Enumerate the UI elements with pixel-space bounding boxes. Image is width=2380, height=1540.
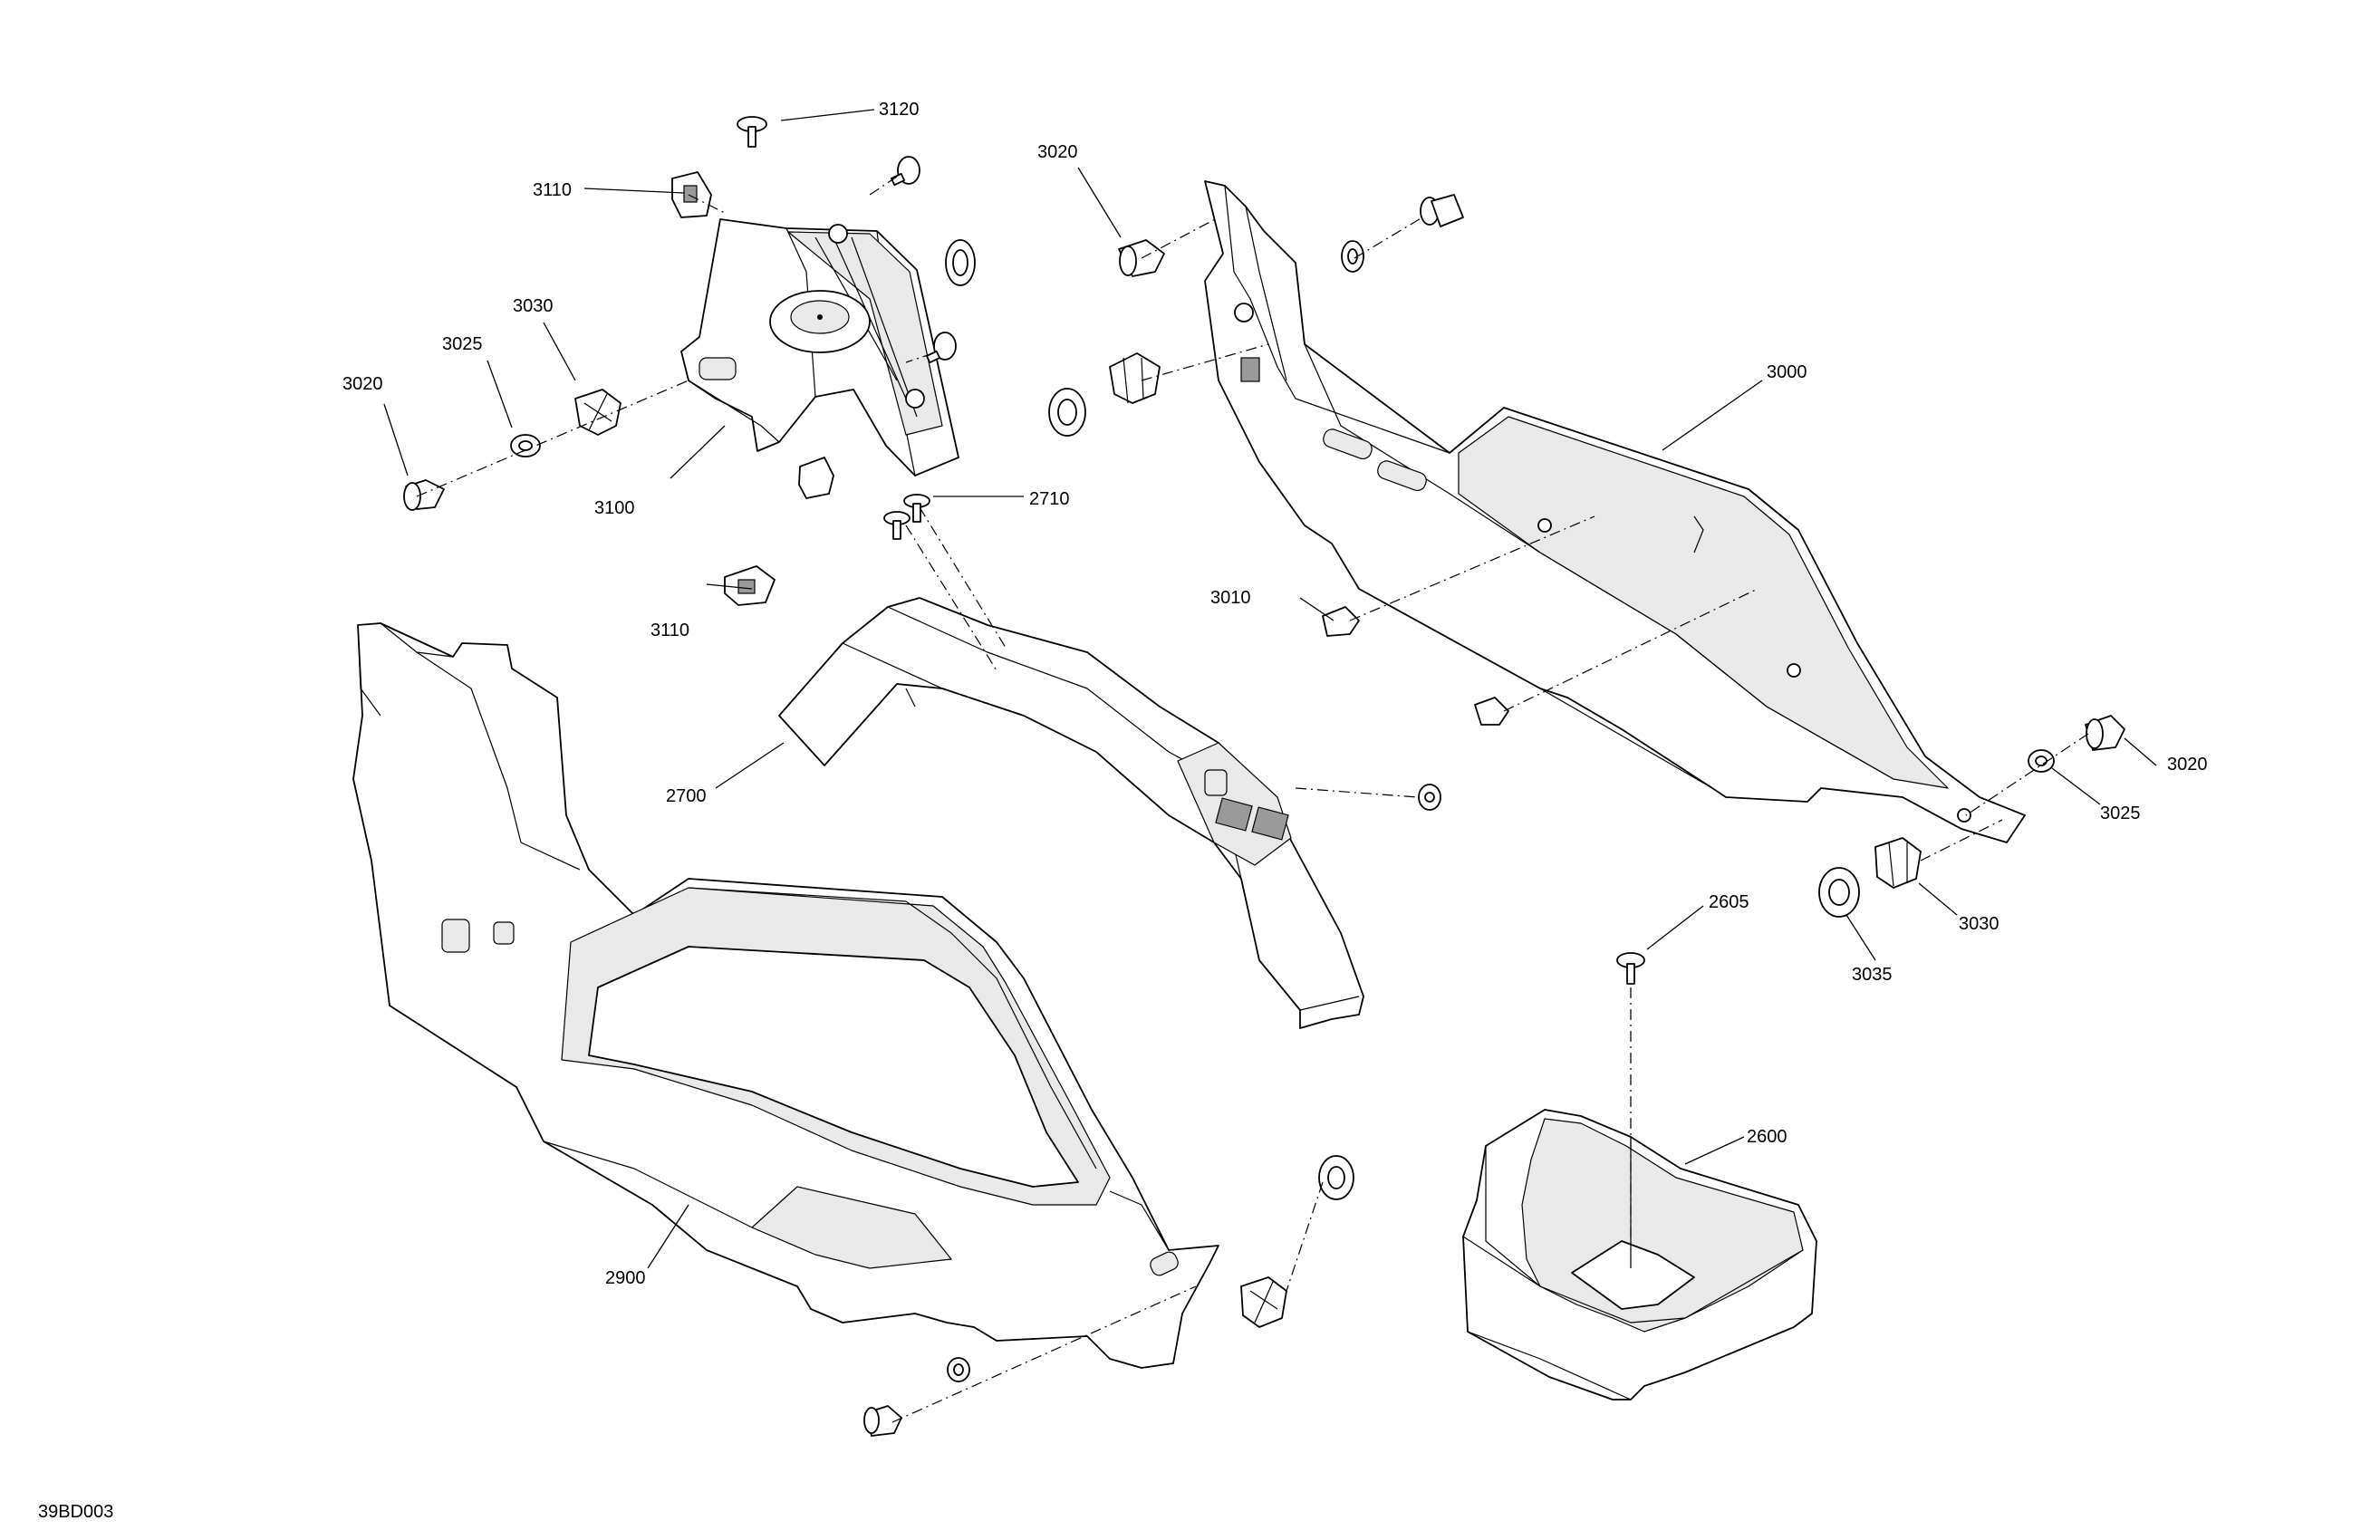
hardware-fasteners	[403, 116, 2125, 1437]
callout-2700: 2700	[666, 786, 707, 806]
callout-3025-left: 3025	[442, 334, 483, 354]
callout-2900: 2900	[605, 1268, 646, 1288]
callout-3020-left: 3020	[342, 374, 383, 394]
callout-2600: 2600	[1747, 1127, 1787, 1147]
callout-3120: 3120	[879, 100, 920, 120]
drawing-id: 39BD003	[38, 1502, 114, 1522]
leader-lines	[383, 109, 2157, 1269]
callout-3025-right: 3025	[2100, 804, 2141, 823]
callout-2605: 2605	[1709, 892, 1749, 912]
callout-3010: 3010	[1210, 588, 1251, 608]
callout-3110-top: 3110	[533, 180, 572, 200]
callout-3000: 3000	[1767, 362, 1807, 382]
part-2600-tray	[1462, 1109, 1817, 1400]
callout-3030-left: 3030	[513, 296, 554, 316]
assembly-lines	[416, 176, 2089, 1423]
part-2700-fender	[778, 597, 1364, 1029]
callout-3100: 3100	[594, 498, 635, 518]
callout-3020-right: 3020	[2167, 755, 2208, 775]
part-3000-side-panel	[1204, 180, 2026, 843]
part-2900-large-panel	[352, 622, 1219, 1369]
callout-labels: 3120 3110 3020 3030 3025 3020 3100 2710 …	[342, 100, 2208, 1288]
callout-3020-top: 3020	[1037, 142, 1078, 162]
callout-3030-right: 3030	[1959, 914, 1999, 934]
callout-2710: 2710	[1029, 489, 1070, 509]
callout-3110-mid: 3110	[650, 621, 689, 640]
callout-3035: 3035	[1852, 965, 1893, 985]
part-3100-bracket	[680, 218, 959, 476]
